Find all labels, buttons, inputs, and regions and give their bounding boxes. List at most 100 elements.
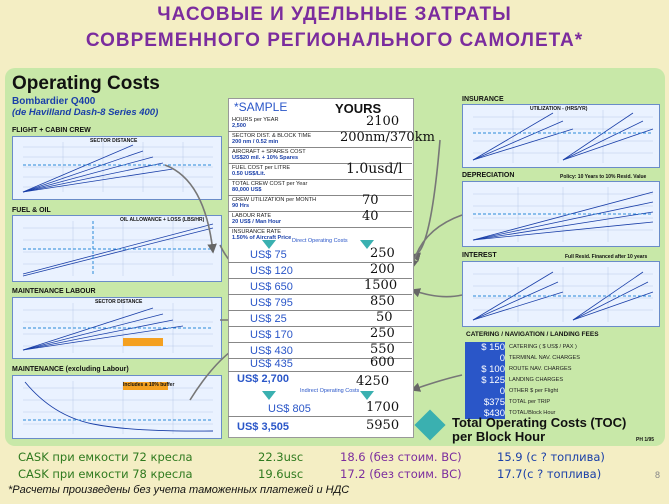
fee-label: CATERING ( $ US$ / PAX ) <box>509 344 577 350</box>
fee-row: $ 150 CATERING ( $ US$ / PAX ) <box>465 342 655 353</box>
slide-title-line2: СОВРЕМЕННОГО РЕГИОНАЛЬНОГО САМОЛЕТА* <box>85 30 584 51</box>
divider <box>228 131 412 132</box>
fuel-chart-graphic <box>22 221 214 277</box>
cost-yours[interactable]: 200 <box>370 262 395 277</box>
slide-title-line1: ЧАСОВЫЕ И УДЕЛЬНЫЕ ЗАТРАТЫ <box>157 4 512 25</box>
fee-row: $ 125 LANDING CHARGES <box>465 375 655 386</box>
panel-label-maint: MAINTENANCE (excluding Labour) <box>12 366 129 373</box>
cost-yours[interactable]: 250 <box>370 246 395 261</box>
depreciation-chart-panel <box>462 181 660 247</box>
fees-title: CATERING / NAVIGATION / LANDING FEES <box>466 331 599 338</box>
cost-yours[interactable]: 850 <box>370 294 395 309</box>
ioc-yours[interactable]: 1700 <box>366 400 400 415</box>
toc-yours[interactable]: 5950 <box>366 418 400 433</box>
divider <box>228 211 412 212</box>
fee-value: $430 <box>465 408 505 419</box>
panel-label-insurance: INSURANCE <box>462 96 504 103</box>
insurance-chart-caption: UTILIZATION - (HRS/YR) <box>530 106 588 112</box>
aircraft-name: Bombardier Q400 <box>12 96 96 107</box>
fuel-chart-panel <box>12 215 222 282</box>
cask-78-v3: 17.7(с ? топлива) <box>497 467 602 481</box>
fee-value: $ 150 <box>465 342 505 353</box>
doc-total-sample: US$ 2,700 <box>237 373 289 385</box>
cask-78-label: CASK при емкости 78 кресла <box>18 467 193 481</box>
crew-chart-caption: SECTOR DISTANCE <box>90 138 138 144</box>
maint-chart-panel <box>12 375 222 439</box>
panel-label-depreciation: DEPRECIATION <box>462 172 515 179</box>
cask-72-v2: 18.6 (без стоим. ВС) <box>340 450 462 464</box>
input-yours[interactable]: 70 <box>362 193 379 208</box>
depreciation-policy: Policy: 10 Years to 10% Resid. Value <box>560 174 647 180</box>
fee-value: $375 <box>465 397 505 408</box>
fee-row: 0 TERMINAL NAV. CHARGES <box>465 353 655 364</box>
divider <box>228 294 412 295</box>
ioc-arrow-left <box>262 391 276 400</box>
cost-yours[interactable]: 50 <box>376 310 393 325</box>
divider <box>228 227 412 228</box>
cost-sample: US$ 650 <box>250 281 293 293</box>
divider <box>228 416 412 417</box>
input-yours[interactable]: 40 <box>362 209 379 224</box>
fee-value: 0 <box>465 353 505 364</box>
input-yours[interactable]: 2100 <box>366 114 400 129</box>
fee-value: $ 100 <box>465 364 505 375</box>
fee-row: $375 TOTAL per TRIP <box>465 397 655 408</box>
fee-label: TERMINAL NAV. CHARGES <box>509 355 580 361</box>
cost-yours[interactable]: 550 <box>370 342 395 357</box>
fee-label: TOTAL per TRIP <box>509 399 551 405</box>
divider <box>228 358 412 359</box>
sample-label: *SAMPLE <box>234 100 288 114</box>
doc-arrow-left <box>262 240 276 249</box>
footer-code: PH 1/95 <box>636 437 655 443</box>
maint-labour-chart-panel <box>12 297 222 359</box>
divider <box>228 342 412 343</box>
doc-title: Operating Costs <box>12 73 160 94</box>
maint-labour-chart-graphic <box>22 303 213 353</box>
cost-sample: US$ 170 <box>250 329 293 341</box>
panel-label-crew: FLIGHT + CABIN CREW <box>12 127 91 134</box>
fee-label: LANDING CHARGES <box>509 377 564 383</box>
cost-sample: US$ 120 <box>250 265 293 277</box>
depreciation-chart-graphic <box>472 187 654 242</box>
yours-label: YOURS <box>335 101 382 116</box>
crew-chart-panel <box>12 136 222 200</box>
fee-label: OTHER $ per Flight <box>509 388 559 394</box>
fee-value: 0 <box>465 386 505 397</box>
cost-yours[interactable]: 1500 <box>364 278 398 293</box>
cost-yours[interactable]: 600 <box>370 355 395 370</box>
toc-label: Total Operating Costs (TOC)per Block Hou… <box>452 415 627 444</box>
cost-yours[interactable]: 250 <box>370 326 395 341</box>
ioc-arrow-right <box>360 391 374 400</box>
insurance-chart-panel <box>462 104 660 168</box>
footnote: *Расчеты произведены без учета таможенны… <box>8 484 350 496</box>
input-yours[interactable]: 200nm/370km <box>340 130 435 145</box>
cask-72-v1: 22.3usc <box>258 450 304 464</box>
indirect-costs-label: Indirect Operating Costs <box>300 388 360 394</box>
cask-72-label: CASK при емкости 72 кресла <box>18 450 193 464</box>
cost-sample: US$ 430 <box>250 345 293 357</box>
ioc-sample: US$ 805 <box>268 403 311 415</box>
panel-label-interest: INTEREST <box>462 252 497 259</box>
aircraft-subname: (de Havilland Dash-8 Series 400) <box>12 107 159 118</box>
divider <box>228 163 412 164</box>
maint-chart-graphic <box>23 381 214 434</box>
panel-label-maint-labour: MAINTENANCE LABOUR <box>12 288 96 295</box>
cask-78-v2: 17.2 (без стоим. ВС) <box>340 467 462 481</box>
maint-labour-chart-caption: SECTOR DISTANCE <box>95 299 143 305</box>
divider <box>228 310 412 311</box>
cask-78-v1: 19.6usc <box>258 467 304 481</box>
doc-total-yours[interactable]: 4250 <box>356 374 390 389</box>
fee-value: $ 125 <box>465 375 505 386</box>
input-yours[interactable]: 1.0usd/l <box>346 161 403 177</box>
maint-chart-caption: Includes a 10% buffer <box>123 382 175 388</box>
crew-chart-graphic <box>22 142 213 193</box>
divider <box>228 179 412 180</box>
cost-sample: US$ 435 <box>250 358 293 370</box>
